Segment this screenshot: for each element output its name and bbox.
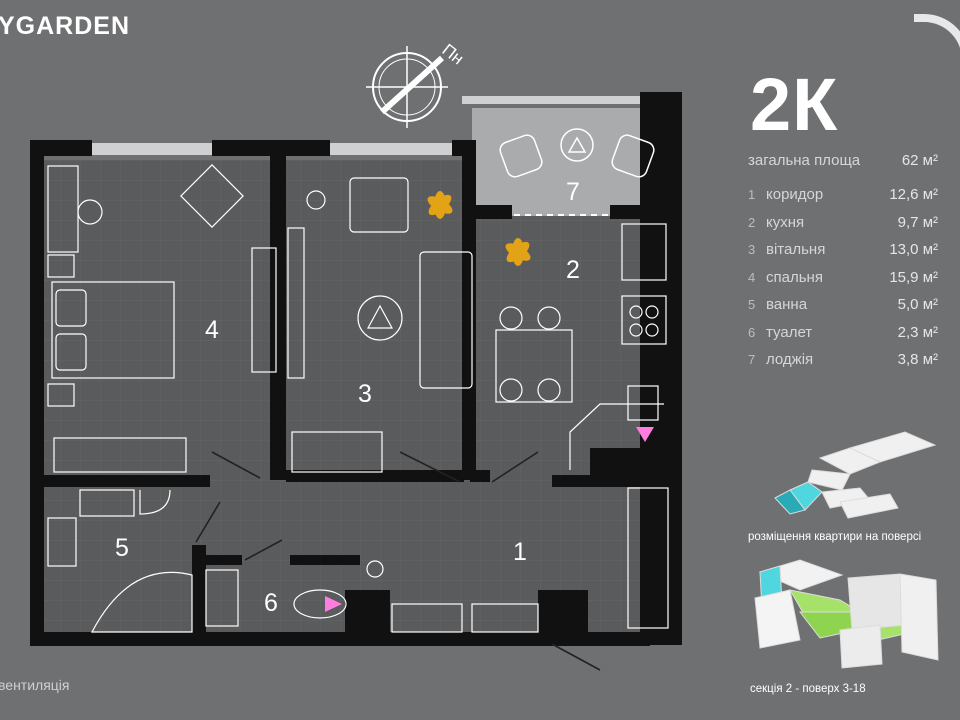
room-name: кухня: [766, 213, 805, 231]
living-room-furniture: [287, 177, 473, 473]
room-area: 13,0 м²: [889, 241, 938, 258]
loggia-floor: [472, 108, 670, 216]
room-row: 5 ванна 5,0 м²: [748, 296, 938, 324]
corner-logo-arc: [914, 14, 960, 70]
brand-logo: YGARDEN: [0, 12, 131, 40]
total-area-value: 62 м²: [901, 152, 938, 169]
room-area: 5,0 м²: [897, 296, 938, 313]
room-row: 4 спальня 15,9 м²: [748, 269, 938, 297]
compass-icon: [366, 46, 448, 128]
floor-caption: розміщення квартири на поверсі: [748, 531, 922, 543]
room-label-7: 7: [566, 178, 580, 206]
plant-icon: [427, 191, 531, 266]
ventilation-marker: [636, 427, 654, 442]
room-area: 9,7 м²: [897, 213, 938, 231]
room-number: 7: [748, 352, 756, 367]
room-name: туалет: [766, 323, 813, 341]
room-list: 1 коридор 12,6 м² 2 кухня 9,7 м² 3 вітальня 13…: [748, 186, 938, 379]
kitchen-furniture: [495, 223, 667, 470]
total-area-row: загальна площа 62 м²: [748, 152, 938, 169]
windows: [92, 96, 640, 155]
room-row: 1 коридор 12,6 м²: [748, 186, 938, 214]
room-number: 3: [748, 242, 756, 257]
room-number: 5: [748, 297, 756, 312]
room-number: 2: [748, 214, 756, 230]
room-area: 12,6 м²: [889, 186, 938, 203]
room-name: коридор: [766, 186, 824, 203]
bedroom-furniture: [47, 164, 277, 473]
ventilation-marker: [325, 596, 342, 612]
apartment-type: 2К: [750, 63, 839, 146]
room-label-5: 5: [115, 534, 129, 562]
hall-bath-furniture: [47, 487, 669, 633]
room-label-1: 1: [513, 538, 527, 566]
room-area: 15,9 м²: [889, 268, 938, 286]
room-label-2: 2: [566, 256, 580, 284]
room-name: лоджія: [766, 351, 814, 368]
room-row: 2 кухня 9,7 м²: [748, 214, 938, 242]
section-map: [754, 559, 939, 669]
room-row: 7 лоджія 3,8 м²: [748, 351, 938, 379]
room-label-6: 6: [264, 589, 278, 617]
room-name: ванна: [766, 296, 808, 313]
floor-position-map: [774, 431, 937, 519]
room-number: 1: [748, 187, 756, 202]
compass-label: Пн: [439, 40, 468, 68]
walls: [30, 92, 682, 646]
section-caption: секція 2 - поверх 3-18: [750, 683, 866, 695]
ventilation-legend: вентиляція: [0, 677, 70, 693]
room-label-4: 4: [205, 316, 219, 344]
room-name: спальня: [766, 268, 823, 286]
room-row: 6 туалет 2,3 м²: [748, 324, 938, 352]
room-area: 2,3 м²: [897, 323, 938, 341]
door-swings: [195, 451, 601, 671]
room-number: 6: [748, 324, 756, 340]
room-name: вітальня: [766, 241, 826, 258]
total-area-label: загальна площа: [748, 152, 861, 169]
room-label-3: 3: [358, 380, 372, 408]
room-row: 3 вітальня 13,0 м²: [748, 241, 938, 269]
room-number: 4: [748, 269, 756, 285]
room-area: 3,8 м²: [897, 351, 938, 368]
loggia-furniture: [499, 128, 655, 178]
